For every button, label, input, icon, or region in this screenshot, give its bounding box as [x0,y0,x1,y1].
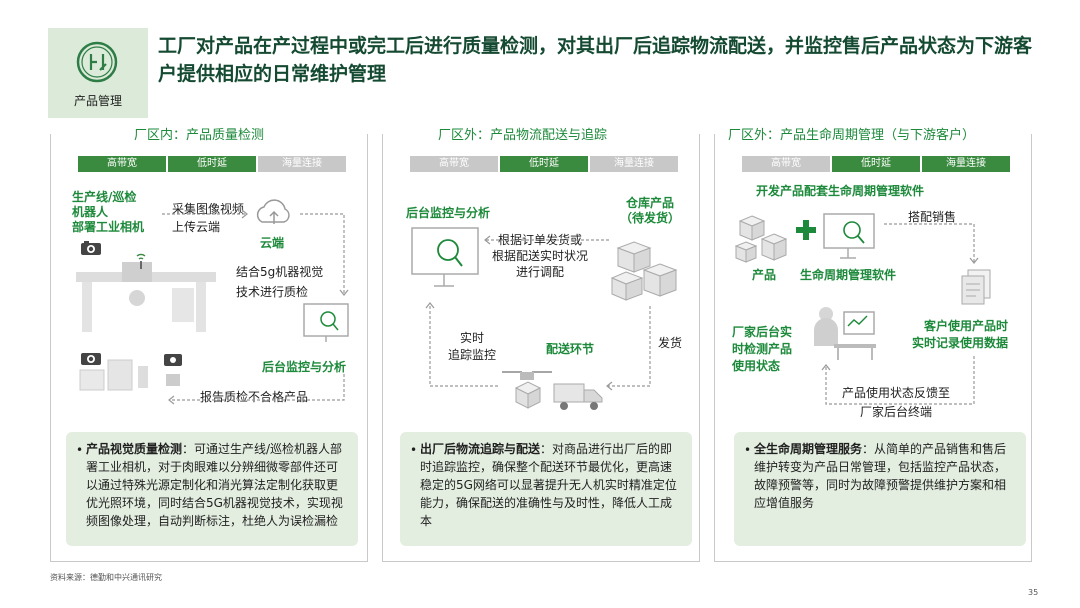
software-monitor-icon [823,213,875,259]
feedback-label: 产品使用状态反馈至 厂家后台终端 [842,386,951,419]
source-footnote: 资料来源：德勤和中兴通讯研究 [50,573,162,582]
warehouse-label: 仓库产品 （待发货） [620,196,681,225]
product-management-icon [76,41,118,83]
warehouse-boxes-icon [610,241,678,301]
inspection-robot-icon [79,354,182,391]
operator-workstation-icon [814,307,876,360]
tag-connections-2: 海量连接 [590,156,678,172]
product-boxes-icon [734,215,788,263]
document-icon [961,269,991,305]
page-title: 工厂对产品在产过程中或完工后进行质量检测，对其出厂后追踪物流配送，并监控售后产品… [158,35,1033,85]
tag-connections-1: 海量连接 [258,156,346,172]
source-label: 生产线/巡检 机器人 部署工业相机 [72,190,145,234]
tag-connections-3: 海量连接 [922,156,1010,172]
monitor-icon-1 [303,303,349,342]
camera-icon [81,241,101,255]
plus-icon [796,220,816,240]
panel-quality-inspection [50,134,368,562]
note-title-3: 全生命周期管理服务 [754,442,863,456]
ship-label: 发货 [658,336,683,350]
note-body-2: ：对商品进行出厂后的即时追踪监控，确保整个配送环节最优化，更高速稳定的5G网络可… [420,442,677,528]
drone-icon [502,371,552,409]
note-title-2: 出厂后物流追踪与配送 [420,442,541,456]
panel-logistics [382,134,700,562]
product-label: 产品 [752,268,777,282]
cloud-label: 云端 [260,236,285,250]
note-logistics: • 出厂后物流追踪与配送：对商品进行出厂后的即时追踪监控，确保整个配送环节最优化… [400,432,692,546]
delivery-label: 配送环节 [546,342,595,356]
note-body-1: ：可通过生产线/巡检机器人部署工业相机，对于肉眼难以分辨细微零部件还可以通过特殊… [86,442,343,528]
tracking-label: 实时 追踪监控 [448,331,497,362]
note-title-1: 产品视觉质量检测 [86,442,183,456]
tag-latency-3: 低时延 [832,156,920,172]
signal-icon [136,253,146,269]
tag-latency-2: 低时延 [500,156,588,172]
camera-icon-2 [81,353,101,365]
dispatch-label: 根据订单发货或 根据配送实时状况 进行调配 [492,233,589,279]
header-label: 产品管理 [73,94,122,108]
note-body-3: ：从简单的产品销售和售后维护转变为产品日常管理，包括监控产品状态，故障预警等，同… [754,442,1007,510]
software-label: 生命周期管理软件 [800,268,897,282]
panel-lifecycle [714,134,1032,562]
monitor-label-2: 后台监控与分析 [406,206,491,220]
tag-bandwidth-1: 高带宽 [78,156,166,172]
monitor-icon-2 [411,227,479,287]
page-number: 35 [1028,588,1039,597]
factory-label: 厂家后台实 时检测产品 使用状态 [732,325,793,373]
flow-arrows-2 [425,235,651,391]
bundle-label: 搭配销售 [908,210,957,224]
bullet-icon: • [410,443,418,457]
develop-label: 开发产品配套生命周期管理软件 [756,184,925,198]
customer-label: 客户使用产品时 实时记录使用数据 [912,319,1009,350]
panel-title-2: 厂区外：产品物流配送与追踪 [432,124,614,144]
tag-bandwidth-3: 高带宽 [742,156,830,172]
step2-label: 结合5g机器视觉 技术进行质检 [236,265,324,299]
production-line-icon [76,262,216,332]
monitor-label-1: 后台监控与分析 [262,360,347,374]
truck-icon [553,383,603,410]
tag-bandwidth-2: 高带宽 [410,156,498,172]
cloud-icon [256,199,290,224]
note-lifecycle: • 全生命周期管理服务：从简单的产品销售和售后维护转变为产品日常管理，包括监控产… [734,432,1026,546]
bullet-icon: • [744,443,752,457]
note-quality-inspection: • 产品视觉质量检测：可通过生产线/巡检机器人部署工业相机，对于肉眼难以分辨细微… [66,432,358,546]
panel-title-1: 厂区内：产品质量检测 [128,124,271,144]
flow-arrows-1 [162,209,349,405]
flow-arrows-3 [821,223,979,405]
tag-latency-1: 低时延 [168,156,256,172]
bullet-icon: • [76,443,84,457]
step1-label: 采集图像视频 上传云端 [172,202,245,234]
panel-title-3: 厂区外：产品生命周期管理（与下游客户） [722,124,982,144]
